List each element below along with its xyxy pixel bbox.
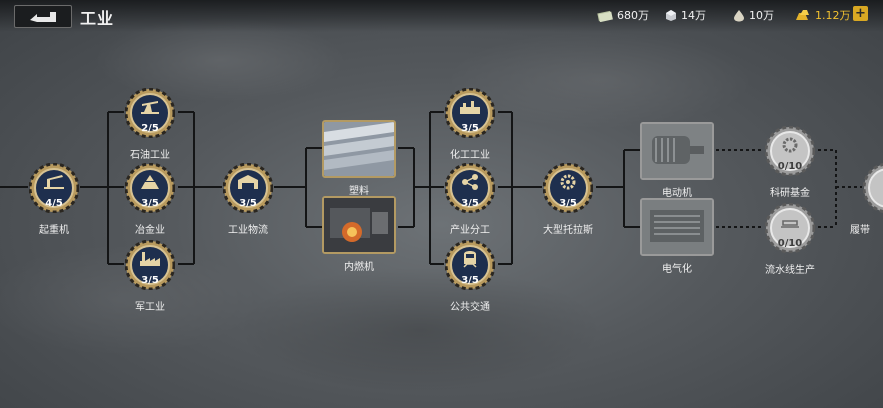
gear-frame-locked-icon bbox=[863, 163, 883, 213]
node-label: 起重机 bbox=[39, 225, 69, 236]
card-label: 内燃机 bbox=[344, 262, 374, 273]
plastic-sheets-image bbox=[324, 122, 394, 176]
tech-node-crane[interactable]: 4/5 起重机 bbox=[22, 163, 86, 259]
tech-card-combustion-engine[interactable]: 内燃机 bbox=[322, 196, 396, 273]
card-frame bbox=[322, 120, 396, 178]
add-gold-button[interactable]: + bbox=[853, 6, 868, 21]
share-network-icon bbox=[462, 174, 478, 190]
oil-icon bbox=[734, 9, 744, 21]
resource-cash: 680万 bbox=[597, 7, 649, 23]
tech-node-public-transport[interactable]: 3/5 公共交通 bbox=[438, 240, 502, 336]
electrification-image bbox=[642, 200, 712, 254]
chemical-plant-icon bbox=[460, 101, 480, 114]
tech-node-division-of-labor[interactable]: 3/5 产业分工 bbox=[438, 163, 502, 259]
oil-pump-icon bbox=[141, 101, 159, 114]
conveyor-icon bbox=[781, 220, 799, 228]
card-label: 塑料 bbox=[349, 186, 369, 197]
tech-node-industrial-logistics[interactable]: 3/5 工业物流 bbox=[216, 163, 280, 259]
card-frame bbox=[322, 196, 396, 254]
cash-value: 680万 bbox=[617, 9, 649, 22]
node-progress: 3/5 bbox=[141, 198, 159, 209]
node-progress: 0/10 bbox=[777, 161, 803, 172]
resource-oil: 10万 bbox=[733, 7, 774, 23]
gear-frame-icon bbox=[445, 240, 495, 290]
tech-node-assembly-line[interactable]: 0/10 流水线生产 bbox=[758, 203, 822, 299]
gear-frame-icon bbox=[223, 163, 273, 213]
cash-icon bbox=[597, 10, 613, 22]
card-frame bbox=[640, 122, 714, 180]
warehouse-icon bbox=[238, 175, 258, 189]
electric-motor-image bbox=[642, 124, 712, 178]
factory-icon bbox=[140, 252, 160, 266]
oil-value: 10万 bbox=[749, 9, 774, 22]
tech-node-metallurgy[interactable]: 3/5 冶金业 bbox=[118, 163, 182, 259]
gear-cog-icon bbox=[782, 137, 798, 153]
node-label: 履带 bbox=[850, 225, 870, 236]
node-progress: 3/5 bbox=[461, 123, 479, 134]
node-progress: 4/5 bbox=[45, 198, 63, 209]
gear-cog-icon bbox=[560, 174, 576, 190]
gold-value: 1.12万 bbox=[815, 9, 851, 22]
node-label: 大型托拉斯 bbox=[543, 225, 593, 236]
steel-icon bbox=[666, 9, 676, 21]
node-progress: 3/5 bbox=[141, 275, 159, 286]
tech-node-large-trust[interactable]: 3/5 大型托拉斯 bbox=[536, 163, 600, 259]
card-label: 电动机 bbox=[662, 188, 692, 199]
node-label: 石油工业 bbox=[130, 150, 170, 161]
tech-node-research-fund[interactable]: 0/10 科研基金 bbox=[758, 126, 822, 222]
node-label: 工业物流 bbox=[228, 225, 268, 236]
crane-icon bbox=[44, 175, 64, 189]
steel-value: 14万 bbox=[681, 9, 706, 22]
tech-node-tracked[interactable]: 履带 bbox=[850, 163, 883, 259]
node-progress: 3/5 bbox=[239, 198, 257, 209]
gear-frame-icon bbox=[445, 163, 495, 213]
node-label: 公共交通 bbox=[450, 302, 490, 313]
node-label: 流水线生产 bbox=[765, 265, 815, 276]
gear-frame-locked-icon bbox=[765, 203, 815, 253]
tech-node-petroleum[interactable]: 2/5 石油工业 bbox=[118, 88, 182, 184]
node-progress: 3/5 bbox=[461, 275, 479, 286]
resource-gold: 1.12万 bbox=[795, 7, 851, 23]
node-progress: 3/5 bbox=[461, 198, 479, 209]
node-progress: 0/10 bbox=[777, 238, 803, 249]
tech-card-plastics[interactable]: 塑料 bbox=[322, 120, 396, 197]
back-arrow-icon bbox=[30, 11, 56, 22]
node-label: 军工业 bbox=[135, 302, 165, 313]
page-title: 工业 bbox=[80, 9, 115, 28]
node-label: 冶金业 bbox=[135, 225, 165, 236]
tech-card-electric-motor[interactable]: 电动机 bbox=[640, 122, 714, 199]
node-label: 科研基金 bbox=[770, 188, 810, 199]
train-icon bbox=[463, 251, 477, 268]
card-frame bbox=[640, 198, 714, 256]
card-label: 电气化 bbox=[662, 264, 692, 275]
tech-node-military-industry[interactable]: 3/5 军工业 bbox=[118, 240, 182, 336]
back-button[interactable] bbox=[14, 5, 72, 28]
gold-icon bbox=[796, 9, 809, 20]
tech-node-chemical-industry[interactable]: 3/5 化工工业 bbox=[438, 88, 502, 184]
ingot-icon bbox=[141, 175, 159, 189]
node-label: 化工工业 bbox=[450, 150, 490, 161]
node-progress: 2/5 bbox=[141, 123, 159, 134]
node-label: 产业分工 bbox=[450, 225, 490, 236]
node-progress: 3/5 bbox=[559, 198, 577, 209]
tech-card-electrification[interactable]: 电气化 bbox=[640, 198, 714, 275]
engine-image bbox=[324, 198, 394, 252]
resource-steel: 14万 bbox=[665, 7, 706, 23]
